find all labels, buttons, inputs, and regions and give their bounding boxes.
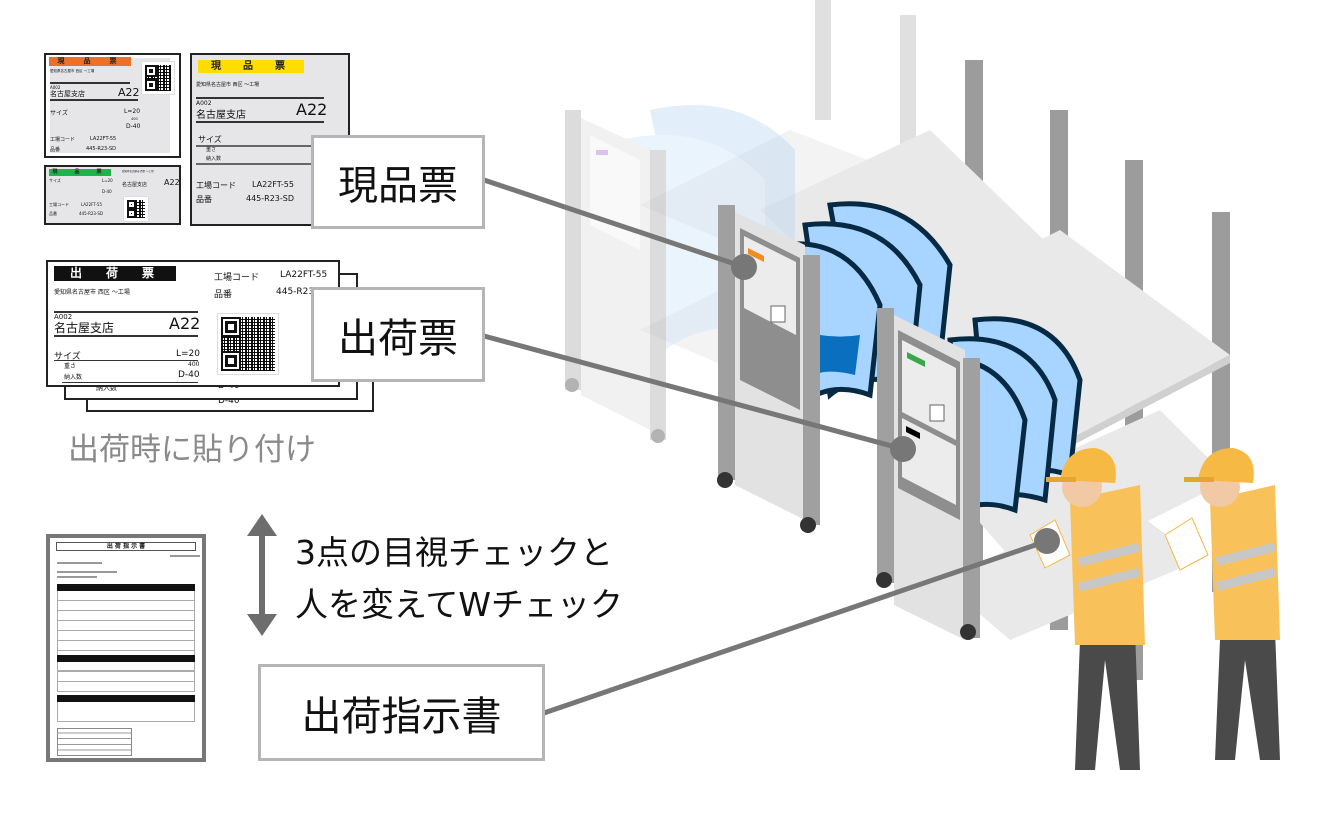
part-value: 445-R23-SD: [79, 211, 104, 216]
document-title: 出 荷 指 示 書: [56, 542, 196, 551]
genpinhyo-small-green: 現 品 票 サイズ L=20 D-40 愛知県名古屋市 西区 〜工場 名古屋支店…: [44, 165, 181, 225]
size-label: サイズ: [54, 352, 81, 362]
customer-code: A002: [50, 85, 61, 90]
address: 愛知県名古屋市 西区 〜工場: [54, 289, 130, 296]
weight-value: 400: [188, 361, 200, 368]
double-arrow-icon: [247, 514, 277, 636]
size-label: サイズ: [198, 135, 222, 144]
size-label: サイズ: [49, 178, 61, 183]
shipping-instruction-document: 出 荷 指 示 書: [46, 534, 206, 762]
part-label: 品番: [49, 211, 57, 216]
store-name: 名古屋支店: [196, 110, 246, 121]
size-value: L=20: [124, 108, 141, 115]
qty-value: D-40: [178, 370, 200, 380]
check-text-line2: 人を変えてWチェック: [295, 585, 623, 624]
address: 愛知県名古屋市 西区 〜工場: [122, 170, 154, 173]
ticket-title: 現 品 票: [198, 60, 304, 73]
qty-value: D-40: [218, 396, 240, 406]
size-label: サイズ: [50, 110, 68, 117]
ticket-title: 現 品 票: [49, 57, 131, 66]
genpinhyo-small-orange: 現 品 票 愛知県名古屋市 西区 〜工場 A002 名古屋支店 A22 サイズ …: [44, 53, 181, 158]
factory-label: 工場コード: [214, 273, 260, 283]
ticket-title: 出 荷 票: [54, 266, 176, 281]
worker-2: [1164, 448, 1280, 760]
part-value: 445-R23-SD: [246, 194, 295, 203]
size-value: L=20: [176, 349, 201, 359]
qr-code: [217, 313, 279, 375]
part-value: 445-R23: [276, 287, 315, 297]
qty-label: 納入数: [96, 384, 117, 392]
factory-value: LA22FT-55: [90, 136, 117, 142]
connector-lines: [483, 177, 1060, 716]
factory-label: 工場コード: [196, 181, 236, 190]
store-code: A22: [164, 178, 180, 187]
store-code: A22: [296, 100, 328, 119]
weight-label: 重さ: [206, 147, 217, 153]
customer-code: A002: [196, 100, 212, 107]
store-name: 名古屋支店: [54, 321, 115, 335]
factory-label: 工場コード: [50, 137, 76, 143]
store-name: 名古屋支店: [122, 182, 148, 188]
callout-genpinhyo: 現品票: [311, 135, 485, 229]
part-label: 品番: [214, 290, 233, 300]
part-label: 品番: [196, 195, 212, 204]
qr-code: [123, 196, 149, 222]
store-code: A22: [118, 86, 140, 99]
factory-value: LA22FT-55: [252, 180, 294, 189]
callout-shukka-shijisho: 出荷指示書: [258, 664, 545, 761]
qty-value: D-40: [102, 189, 112, 194]
attach-caption: 出荷時に貼り付け: [68, 432, 316, 468]
factory-value: LA22FT-55: [280, 270, 328, 280]
qr-code: [141, 61, 175, 95]
store-code: A22: [169, 314, 201, 333]
callout-shukkahyo: 出荷票: [311, 287, 485, 382]
weight-value: 400: [131, 117, 138, 121]
customer-code: A002: [54, 313, 73, 321]
check-text-line1: 3点の目視チェックと: [295, 533, 613, 572]
part-label: 品番: [50, 147, 61, 153]
qty-value: D-40: [126, 123, 141, 130]
factory-value: LA22FT-55: [81, 202, 102, 207]
part-value: 445-R23-SD: [86, 146, 117, 152]
shukkahyo-sheet-front: 出 荷 票 愛知県名古屋市 西区 〜工場 A002 名古屋支店 A22 サイズ …: [46, 260, 340, 387]
weight-label: 重さ: [64, 363, 77, 370]
qty-label: 納入数: [64, 374, 83, 381]
size-value: L=20: [102, 178, 113, 183]
address: 愛知県名古屋市 西区 〜工場: [196, 82, 260, 88]
ticket-title: 現 品 票: [49, 169, 111, 176]
store-name: 名古屋支店: [50, 90, 85, 98]
factory-label: 工場コード: [49, 202, 69, 207]
qty-label: 納入数: [206, 156, 222, 162]
address: 愛知県名古屋市 西区 〜工場: [50, 69, 95, 73]
